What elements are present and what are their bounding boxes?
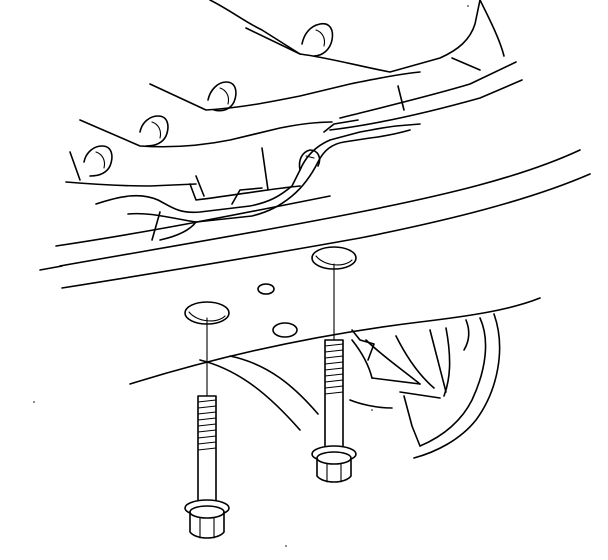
mount-bolt-right: [311, 339, 357, 483]
small-hole-1: [257, 283, 275, 295]
pan-boss-4: [83, 145, 113, 177]
pan-boss-2: [207, 81, 237, 112]
pan-boss-3: [139, 115, 169, 147]
small-hole-2: [272, 322, 298, 338]
frame-structure: [349, 313, 501, 459]
crossmember: [39, 149, 591, 431]
mount-bracket: [95, 119, 421, 241]
scan-specks: [33, 5, 469, 547]
transmission-pan: [65, 0, 523, 201]
mount-bolt-left: [184, 395, 230, 539]
pan-boss-1: [301, 22, 334, 57]
